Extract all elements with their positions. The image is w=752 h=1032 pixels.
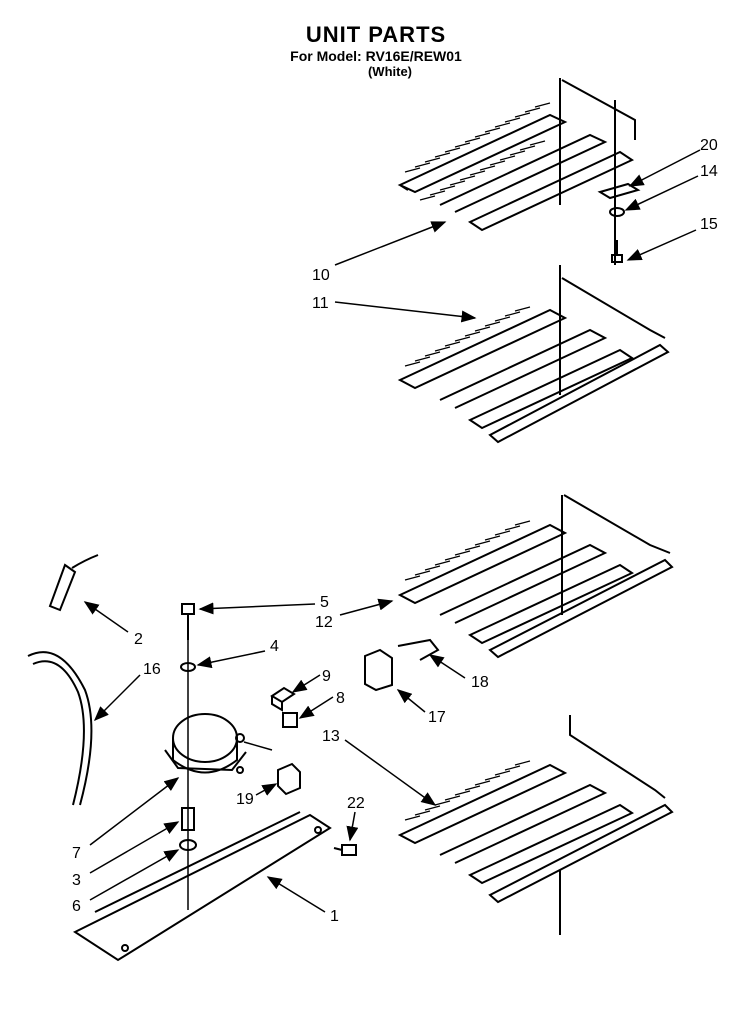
callout-3: 3	[72, 872, 81, 889]
evaporator-coil-second	[397, 265, 670, 444]
overload-protector	[270, 686, 296, 712]
color-variant: (White)	[367, 64, 413, 79]
callout-4: 4	[270, 638, 279, 655]
callout-1: 1	[330, 908, 339, 925]
compressor-base-plate	[72, 811, 332, 962]
bracket-screw-icon	[333, 844, 357, 856]
callout-8: 8	[336, 690, 345, 707]
start-capacitor	[277, 762, 301, 796]
callout-15: 15	[700, 216, 718, 233]
evaporator-coil-bottom	[397, 715, 674, 935]
callout-6: 6	[72, 898, 81, 915]
capillary-tube	[48, 554, 99, 612]
evaporator-coil-upper	[397, 78, 636, 265]
screw-icon	[611, 240, 623, 263]
compressor	[164, 713, 247, 774]
callout-16: 16	[143, 661, 161, 678]
callout-20: 20	[700, 137, 718, 154]
callout-7: 7	[72, 845, 81, 862]
callout-2: 2	[134, 631, 143, 648]
mounting-screw-icon	[181, 603, 195, 640]
callout-22: 22	[347, 795, 365, 812]
callout-10: 10	[312, 267, 330, 284]
leader-lines	[83, 149, 701, 913]
model-number: For Model: RV16E/REW01	[290, 48, 462, 64]
callout-11: 11	[312, 295, 329, 312]
clip-plate	[597, 182, 641, 200]
isolator-grommet-icon	[179, 839, 197, 851]
callout-5: 5	[320, 594, 329, 611]
drain-tube	[27, 651, 93, 806]
diagram-title: UNIT PARTS	[305, 22, 447, 47]
relay-cover	[282, 712, 298, 728]
callout-19: 19	[236, 791, 254, 808]
callout-18: 18	[471, 674, 489, 691]
relay-bracket	[364, 648, 393, 692]
spacer-sleeve	[181, 807, 195, 831]
washer-icon	[609, 207, 625, 217]
callout-12: 12	[315, 614, 333, 631]
callout-14: 14	[700, 163, 718, 180]
callout-9: 9	[322, 668, 331, 685]
callout-17: 17	[428, 709, 446, 726]
evaporator-coil-third	[397, 494, 674, 659]
callout-13: 13	[322, 728, 340, 745]
